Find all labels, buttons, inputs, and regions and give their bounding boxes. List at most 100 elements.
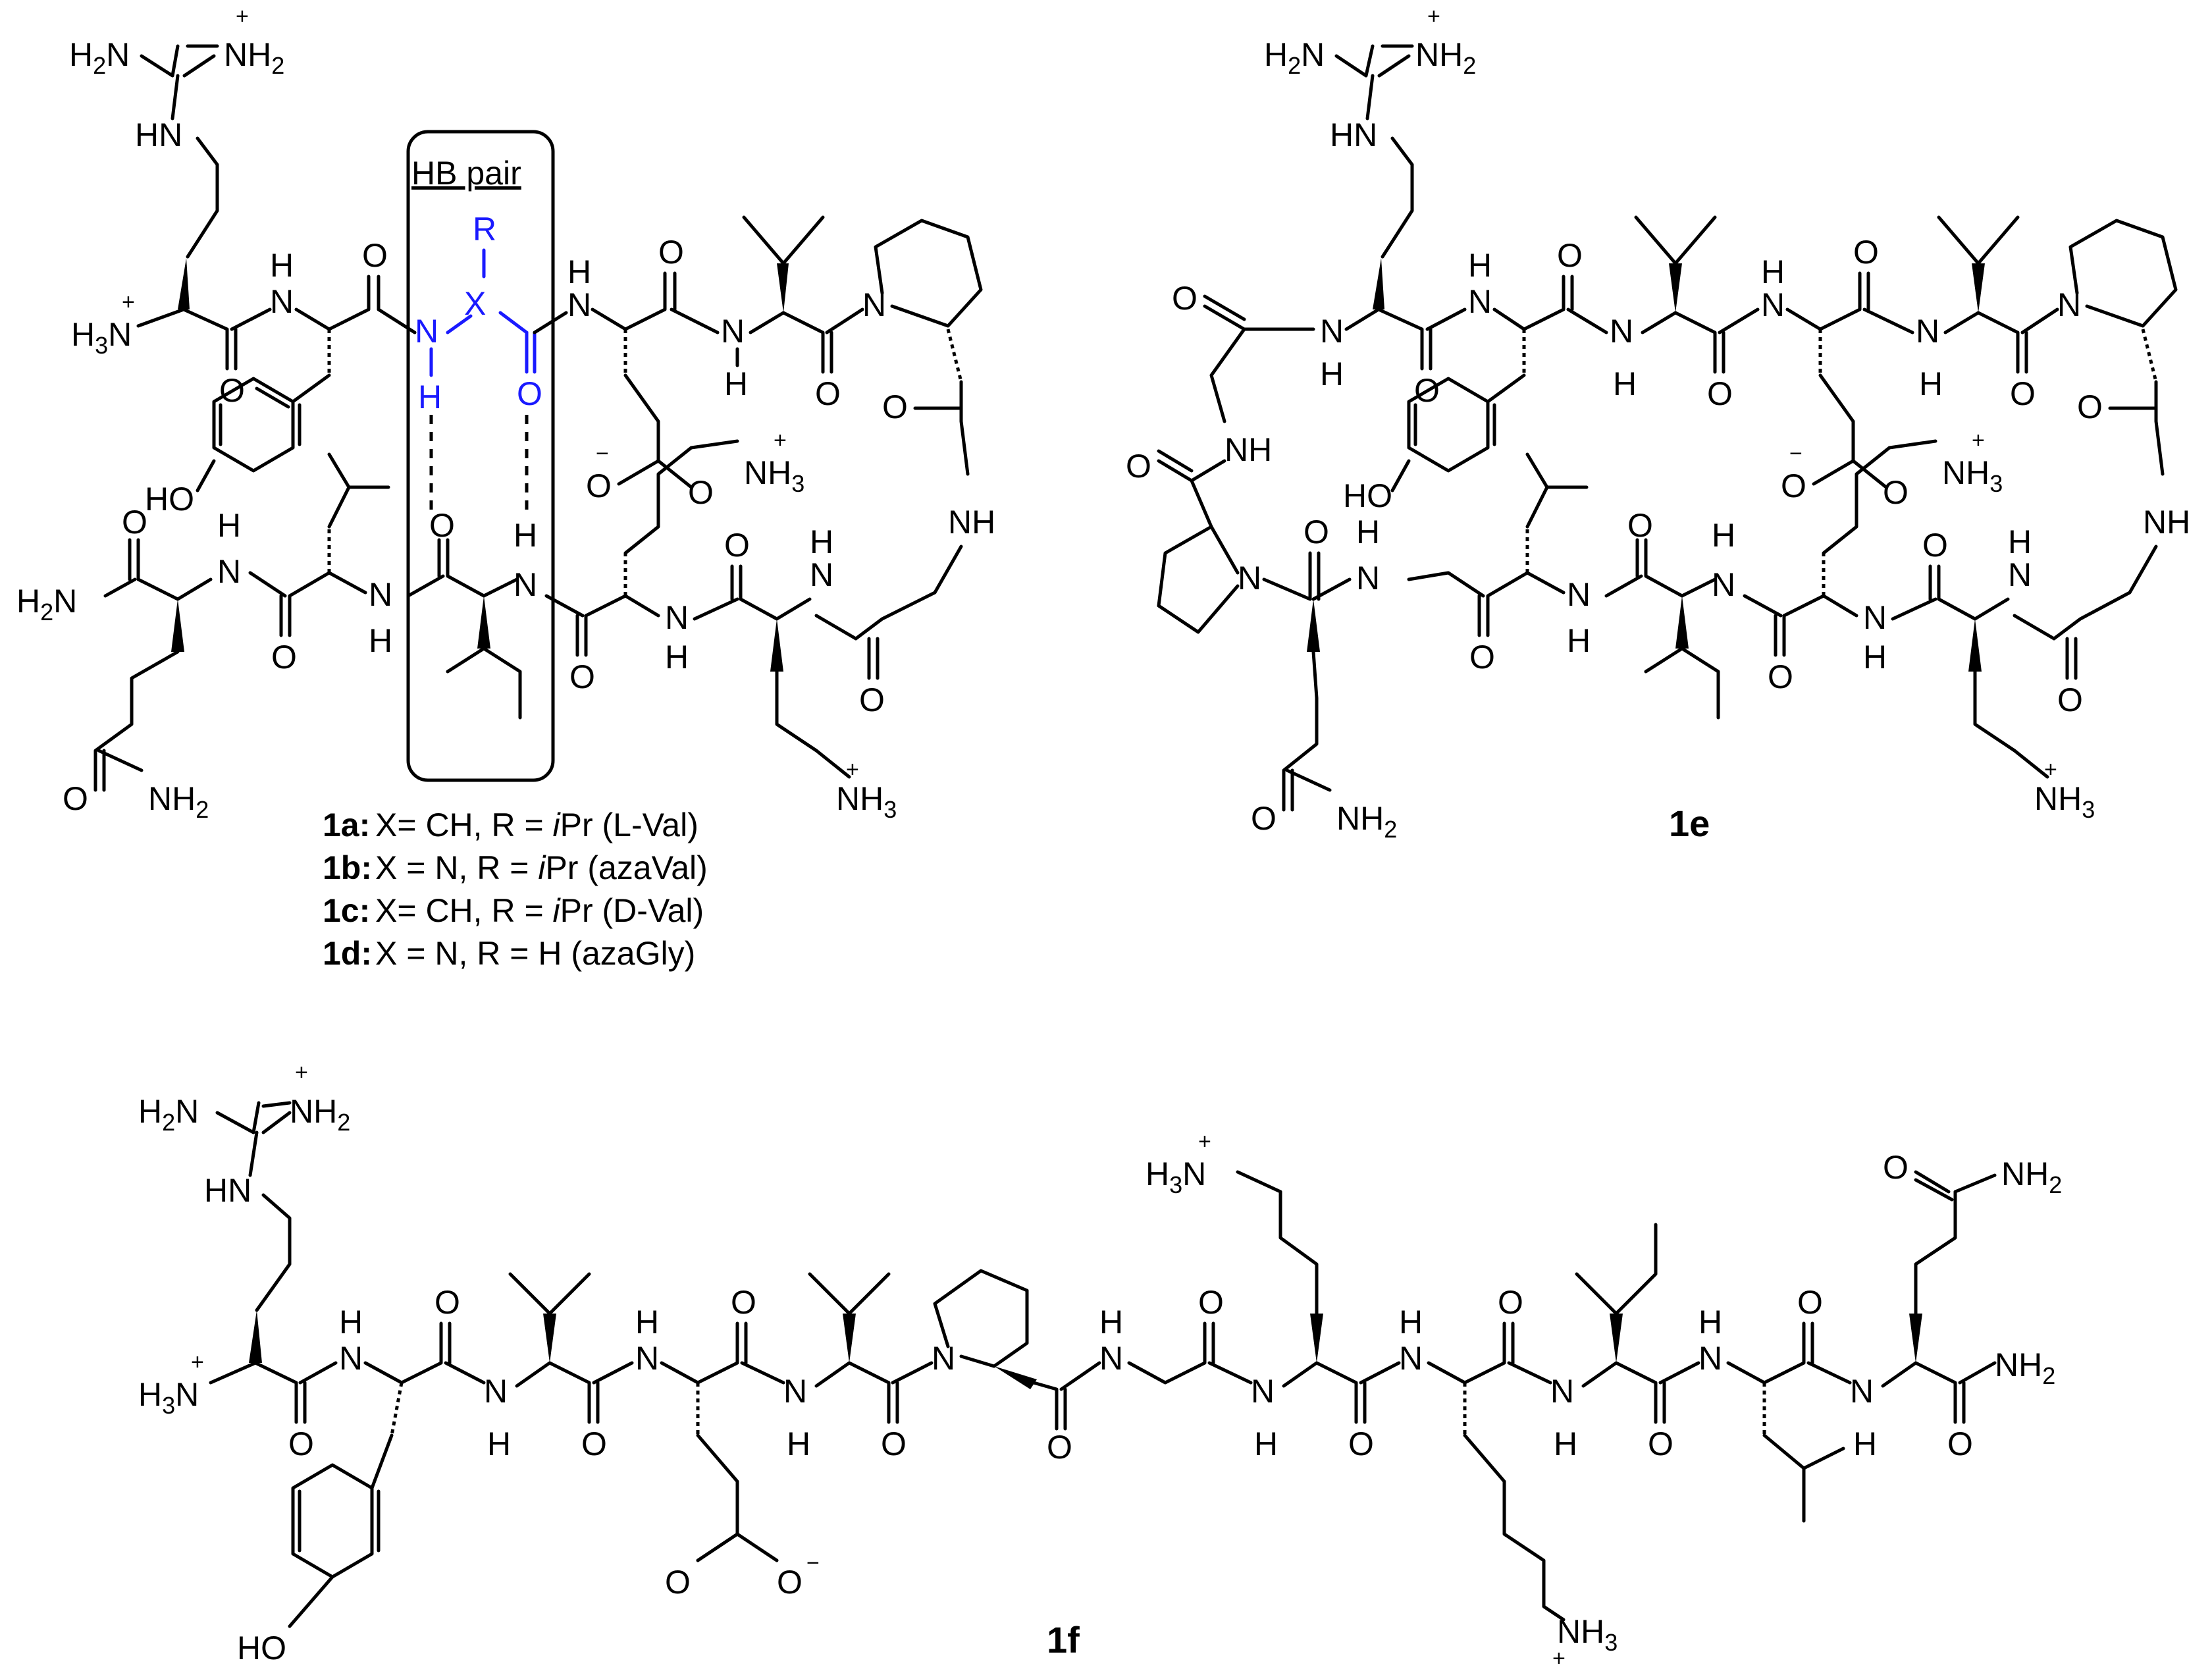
amide-n: N: [1916, 313, 1939, 350]
group-r: R: [473, 211, 496, 248]
hb-h: H: [418, 379, 442, 415]
carbonyl-o: O: [882, 388, 908, 425]
nh2-label: NH2: [290, 1093, 350, 1136]
amide-h: H: [567, 253, 591, 290]
plus-charge: +: [1427, 4, 1440, 29]
nh2-label: NH2: [2001, 1156, 2062, 1198]
carbonyl-o: O: [724, 527, 750, 564]
h3n-label: H3N: [71, 316, 132, 359]
carbonyl-o: O: [658, 234, 684, 271]
amide-h: H: [1254, 1425, 1278, 1462]
carboxylate-o: O: [665, 1564, 691, 1601]
structure-1a-1d: H2N NH2 + HN H3N + O H N O HO HB pair N …: [16, 4, 995, 972]
amide-h: H: [1853, 1425, 1877, 1462]
legend-1b-id: 1b:: [323, 849, 372, 886]
carboxylate-o: O: [1883, 474, 1909, 511]
pro-n: N: [1238, 560, 1261, 597]
plus-charge: +: [2044, 757, 2057, 782]
h2n-label: H2N: [1264, 36, 1325, 79]
legend-1d-id: 1d:: [323, 935, 372, 972]
plus-charge: +: [774, 428, 787, 453]
amide-h: H: [1468, 247, 1492, 284]
carbonyl-o: O: [815, 375, 841, 412]
plus-charge: +: [236, 4, 249, 29]
carbonyl-o: O: [271, 639, 297, 676]
stereo-wedge: [1909, 1314, 1922, 1363]
nh3-label: NH3: [1942, 454, 2003, 497]
hb-pair-label: HB pair: [411, 155, 521, 192]
stereo-wedge: [543, 1314, 556, 1363]
nh3-label: NH3: [2034, 780, 2095, 823]
carboxylate-o: O: [777, 1564, 803, 1601]
compound-legend: 1a: X= CH, R = iPr (L-Val) 1b: X = N, R …: [323, 807, 708, 972]
h2n-label: H2N: [69, 36, 130, 79]
stereo-wedge: [249, 1310, 262, 1363]
carbonyl-o: O: [122, 504, 147, 541]
carbonyl-o: O: [1198, 1284, 1224, 1321]
carbonyl-o: O: [569, 658, 595, 695]
amide-h: H: [1356, 514, 1380, 550]
carboxylate-o: O: [1781, 467, 1806, 504]
legend-1c-id: 1c:: [323, 892, 370, 929]
amide-h: H: [1712, 517, 1735, 554]
h3n-label: H3N: [1146, 1156, 1206, 1198]
carbonyl-o: O: [1469, 639, 1495, 676]
ho-label: HO: [237, 1630, 286, 1666]
amide-h: H: [369, 622, 392, 659]
stereo-wedge: [777, 263, 789, 313]
amide-n: N: [721, 313, 745, 350]
amide-n: N: [1761, 286, 1785, 323]
carbonyl-o: O: [1172, 280, 1198, 317]
amide-n: N: [1356, 560, 1380, 597]
stereo-wedge: [843, 1314, 856, 1363]
nh3-label: NH3: [744, 454, 804, 497]
minus-charge: −: [806, 1551, 820, 1576]
amide-h: H: [1919, 365, 1943, 402]
amide-n: N: [1610, 313, 1633, 350]
amide-h: H: [217, 507, 241, 544]
legend-1b-text: X = N, R = iPr (azaVal): [375, 849, 708, 886]
amide-n: N: [1099, 1340, 1123, 1377]
carbonyl-o: O: [1883, 1149, 1909, 1186]
carbonyl-o: O: [581, 1425, 607, 1462]
carbonyl-o: O: [1251, 800, 1277, 837]
nh2-label: NH2: [1415, 36, 1476, 79]
stereo-wedge: [770, 619, 783, 672]
carbonyl-o: O: [1853, 234, 1879, 271]
carbonyl-o: O: [1126, 448, 1151, 485]
stereo-wedge: [994, 1366, 1037, 1389]
nh2-label: NH2: [1995, 1346, 2055, 1389]
carbonyl-o: O: [859, 681, 885, 718]
amide-h: H: [270, 247, 294, 284]
amide-n: N: [270, 283, 294, 320]
amide-n: N: [369, 576, 392, 613]
amide-n: N: [665, 599, 689, 636]
amide-h: H: [1554, 1425, 1577, 1462]
amide-h: H: [810, 523, 833, 560]
carbonyl-o: O: [1707, 375, 1733, 412]
amide-n: N: [1468, 283, 1492, 320]
stereo-wedge: [1968, 619, 1982, 672]
amide-h: H: [1863, 639, 1887, 676]
carbonyl-o: O: [288, 1425, 314, 1462]
carbonyl-o: O: [1557, 237, 1583, 274]
hn-label: HN: [1330, 117, 1377, 153]
carbonyl-o: O: [2077, 388, 2103, 425]
amide-h: H: [1099, 1304, 1123, 1341]
carbonyl-o: O: [1768, 658, 1793, 695]
plus-charge: +: [846, 757, 859, 782]
amide-n: N: [1320, 313, 1344, 350]
stereo-wedge: [1373, 258, 1384, 309]
amide-h: H: [2008, 523, 2032, 560]
carbonyl-o: O: [63, 780, 88, 817]
carboxylate-o: O: [688, 474, 714, 511]
ho-label: HO: [1343, 477, 1392, 514]
amide-h: H: [487, 1425, 511, 1462]
stereo-wedge: [1610, 1314, 1623, 1363]
legend-1c-text: X= CH, R = iPr (D-Val): [375, 892, 704, 929]
carbonyl-o: O: [1922, 527, 1948, 564]
hn-label: HN: [204, 1172, 251, 1209]
amide-h: H: [1698, 1304, 1722, 1341]
